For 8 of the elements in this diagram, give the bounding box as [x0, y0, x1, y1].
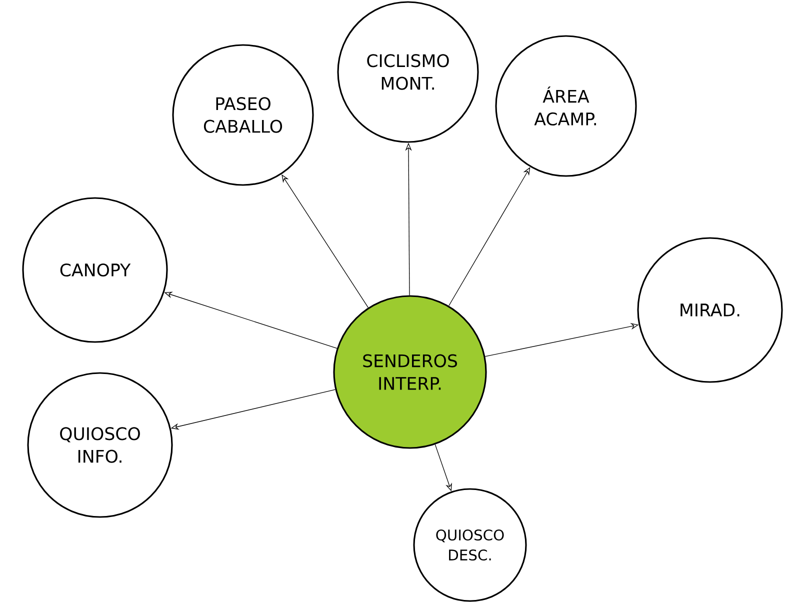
circle-node: MIRAD.	[637, 237, 783, 383]
circle-node: QUIOSCO INFO.	[27, 372, 173, 518]
circle-node: CICLISMO MONT.	[337, 1, 479, 143]
circle-node: PASEO CABALLO	[172, 44, 314, 186]
circle-node: CANOPY	[22, 197, 168, 343]
arrow	[448, 167, 530, 306]
circle-node: ÁREA ACAMP.	[495, 35, 637, 177]
circle-node: QUIOSCO DESC.	[413, 488, 527, 602]
